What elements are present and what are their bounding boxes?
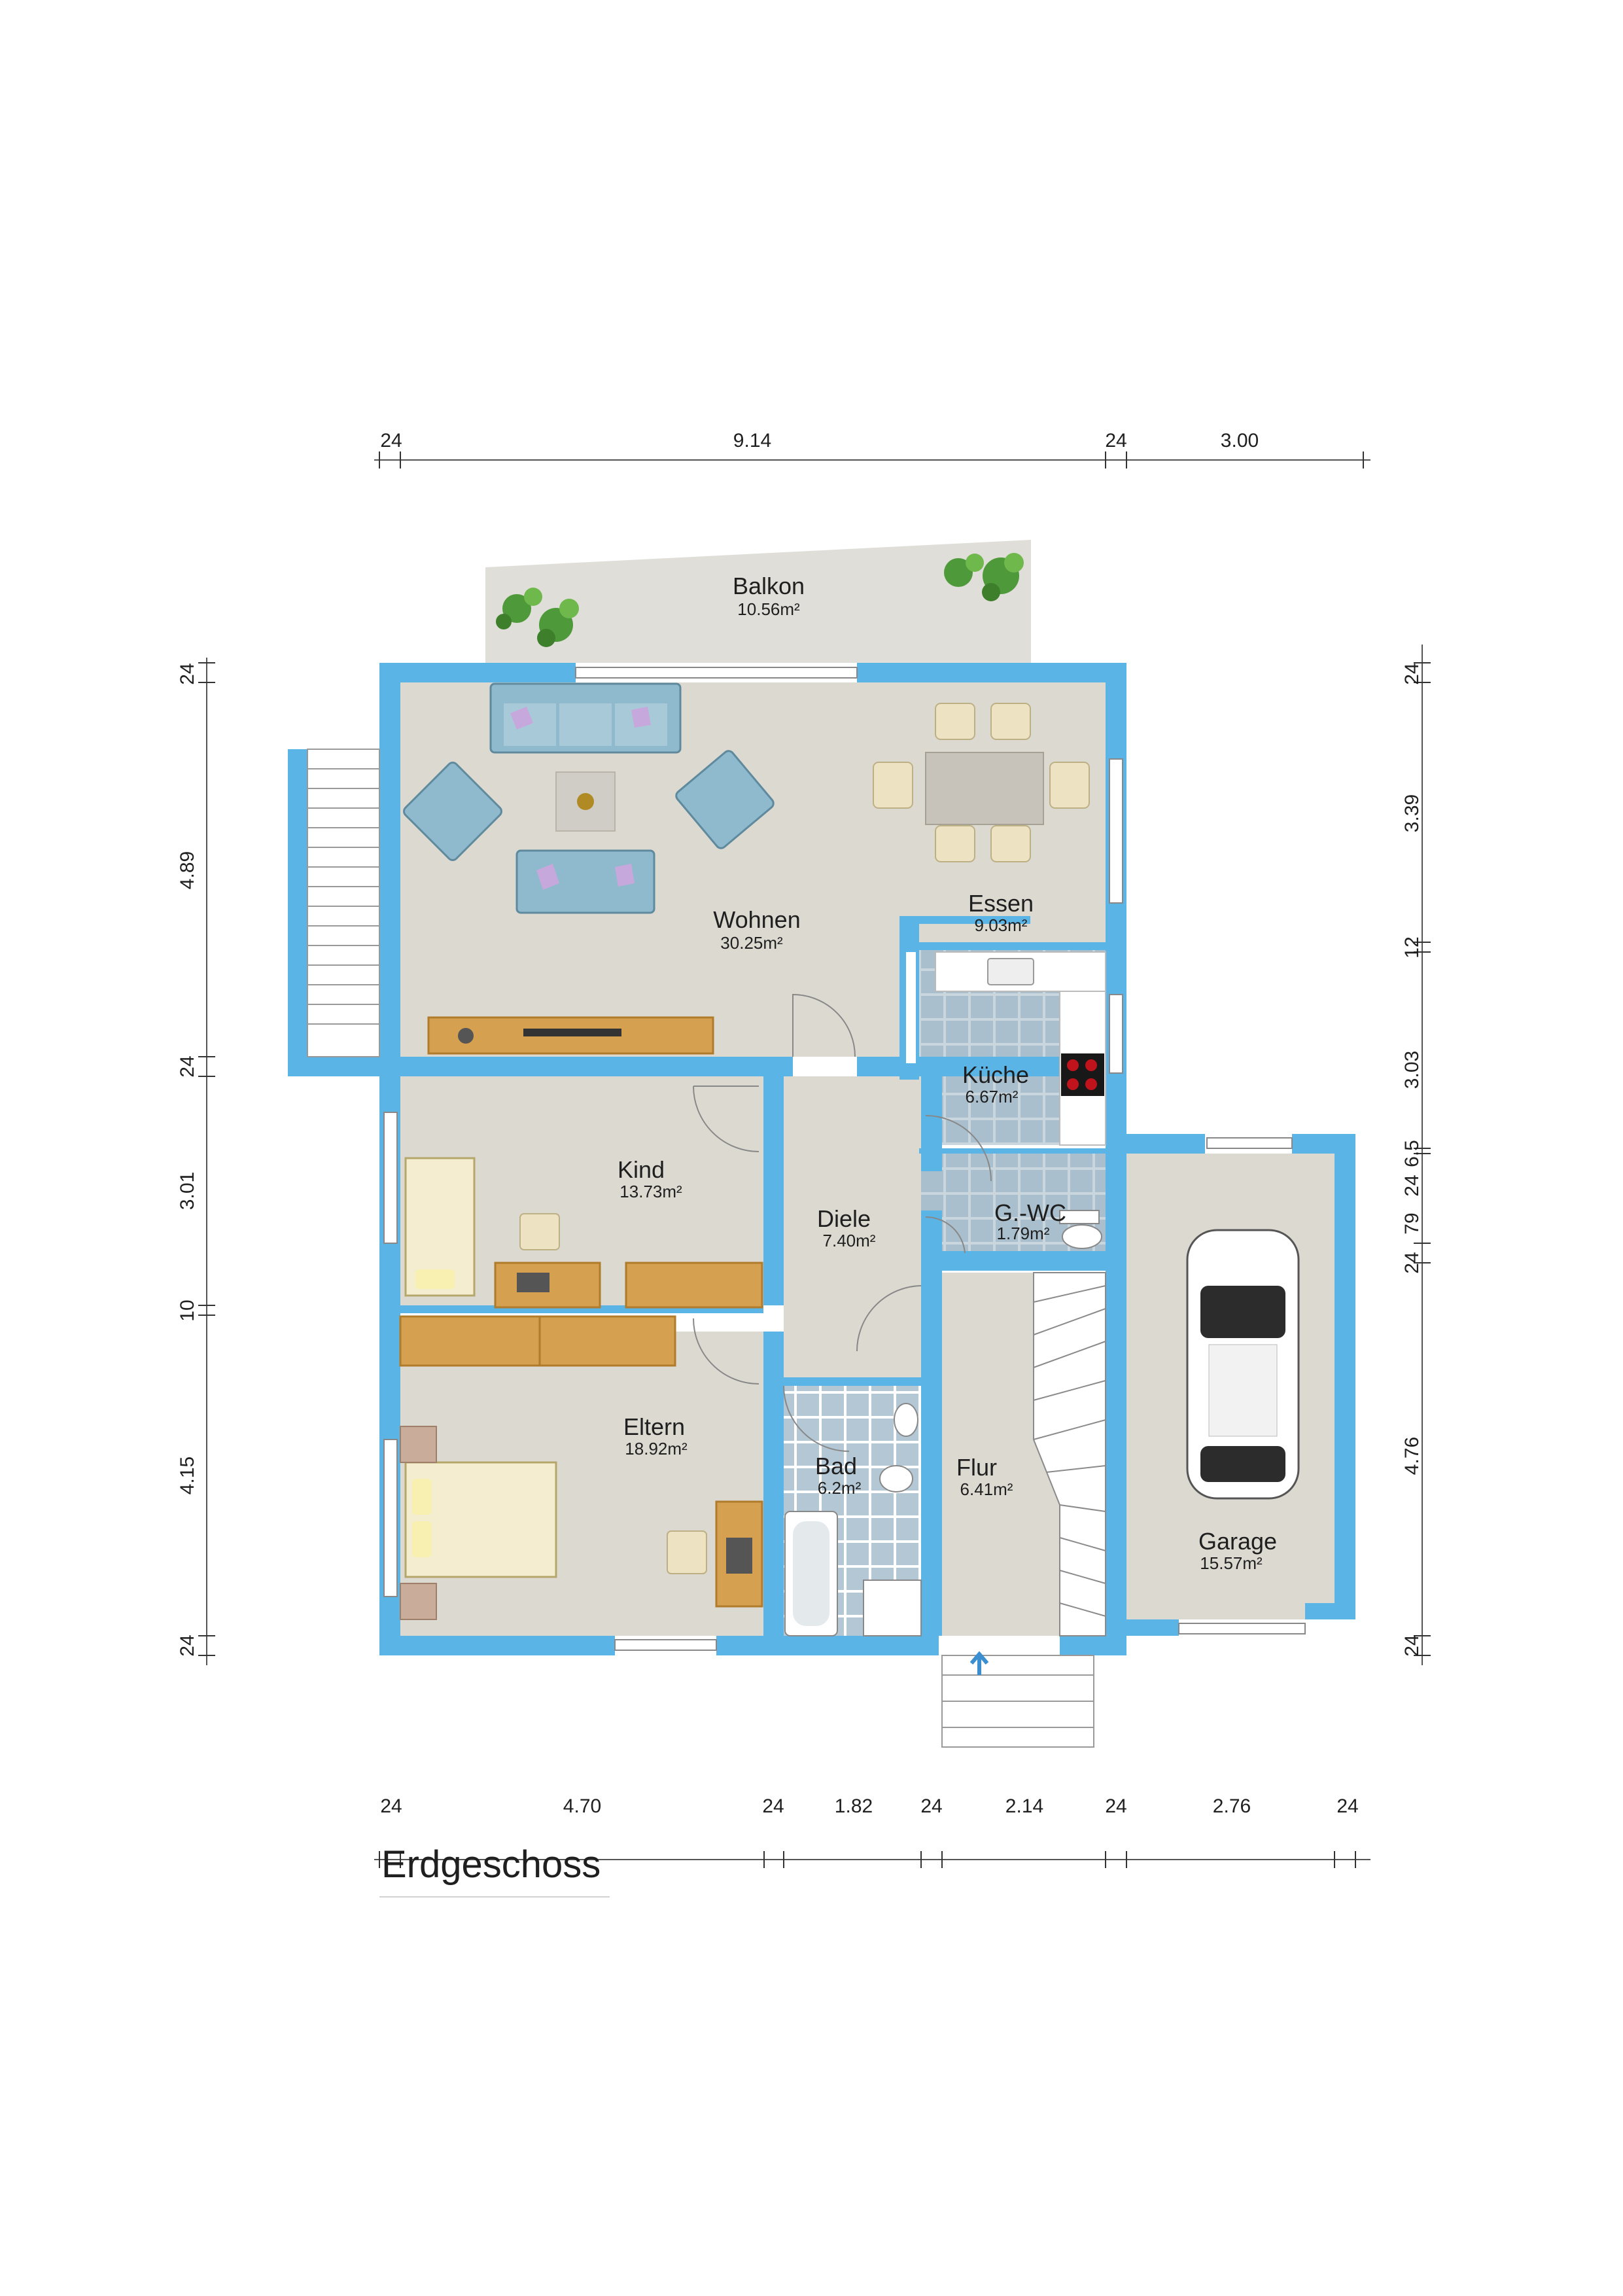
room-area-bad: 6.2m² <box>818 1478 862 1498</box>
dimension-labels: 24 9.14 24 3.00 24 4.70 24 1.82 24 2.14 … <box>177 430 1423 1817</box>
room-name-kind: Kind <box>618 1156 665 1183</box>
dim-bottom-1: 24 <box>380 1795 402 1817</box>
dim-top-1: 24 <box>380 430 402 451</box>
living-furniture <box>403 682 775 1055</box>
dim-bottom-8: 2.76 <box>1213 1795 1251 1817</box>
dim-left-5: 10 <box>177 1299 198 1321</box>
dim-right-7: 79 <box>1401 1212 1423 1234</box>
wc-furniture <box>1059 1210 1102 1249</box>
room-area-wohnen: 30.25m² <box>720 933 783 953</box>
room-area-essen: 9.03m² <box>975 915 1028 935</box>
decor-bowl-icon <box>577 793 594 810</box>
dim-right-5: 6.5 <box>1401 1140 1423 1167</box>
room-name-gwc: G.-WC <box>994 1199 1066 1226</box>
dim-right-3: 12 <box>1401 936 1423 958</box>
dim-left-2: 4.89 <box>177 851 198 889</box>
room-name-essen: Essen <box>968 890 1034 917</box>
dim-bottom-9: 24 <box>1336 1795 1358 1817</box>
plant-icon <box>496 588 579 647</box>
dimension-lines <box>198 451 1431 1868</box>
interior-stairs <box>1033 1272 1106 1636</box>
room-area-kueche: 6.67m² <box>966 1087 1019 1106</box>
windows <box>383 667 1306 1651</box>
bathroom-fixtures <box>784 1403 922 1636</box>
dim-right-10: 24 <box>1401 1634 1423 1656</box>
lamp-icon <box>458 1028 474 1044</box>
entrance-arrow-icon <box>969 1651 989 1675</box>
kitchen-furniture <box>906 951 1106 1146</box>
car-icon <box>1186 1229 1300 1500</box>
room-name-diele: Diele <box>817 1205 871 1232</box>
dim-right-8: 24 <box>1401 1174 1423 1196</box>
room-area-diele: 7.40m² <box>823 1231 876 1250</box>
room-name-garage: Garage <box>1198 1528 1277 1555</box>
kid-room-furniture <box>404 1157 763 1309</box>
dim-right-2: 3.39 <box>1401 794 1423 832</box>
dim-top-3: 24 <box>1105 430 1126 451</box>
dim-left-7: 24 <box>177 1634 198 1656</box>
room-name-kueche: Küche <box>962 1061 1029 1088</box>
room-area-flur: 6.41m² <box>960 1479 1013 1499</box>
dim-bottom-5: 24 <box>920 1795 942 1817</box>
bedroom-furniture <box>399 1315 763 1620</box>
dim-top-2: 9.14 <box>733 430 771 451</box>
room-area-eltern: 18.92m² <box>625 1439 688 1458</box>
room-name-balkon: Balkon <box>733 573 805 599</box>
dim-bottom-6: 2.14 <box>1005 1795 1043 1817</box>
dim-right-6: 24 <box>1401 1252 1423 1273</box>
room-name-bad: Bad <box>815 1453 857 1479</box>
dim-bottom-7: 24 <box>1105 1795 1126 1817</box>
side-stairs <box>307 749 380 1057</box>
doors <box>693 993 992 1452</box>
entry-steps <box>941 1655 1094 1748</box>
dim-top-4: 3.00 <box>1221 430 1259 451</box>
room-name-eltern: Eltern <box>623 1413 685 1440</box>
balcony <box>485 540 1031 663</box>
room-area-gwc: 1.79m² <box>997 1224 1050 1243</box>
room-name-wohnen: Wohnen <box>713 906 800 933</box>
room-area-garage: 15.57m² <box>1200 1553 1263 1573</box>
room-name-flur: Flur <box>956 1454 997 1481</box>
dim-left-1: 24 <box>177 663 198 684</box>
dining-furniture <box>873 703 1090 862</box>
dim-right-4: 3.03 <box>1401 1051 1423 1089</box>
walls <box>288 663 1355 1655</box>
room-area-kind: 13.73m² <box>620 1182 682 1201</box>
title-underline <box>379 1896 610 1898</box>
room-area-balkon: 10.56m² <box>737 599 800 619</box>
plant-icon <box>944 553 1024 601</box>
dim-bottom-2: 4.70 <box>563 1795 601 1817</box>
floor-title: Erdgeschoss <box>381 1843 601 1886</box>
cooktop-icon <box>1067 1059 1097 1090</box>
dim-bottom-4: 1.82 <box>835 1795 873 1817</box>
dim-right-9: 4.76 <box>1401 1437 1423 1475</box>
dim-left-4: 3.01 <box>177 1172 198 1210</box>
dim-bottom-3: 24 <box>762 1795 784 1817</box>
dim-left-3: 24 <box>177 1055 198 1077</box>
dim-left-6: 4.15 <box>177 1457 198 1494</box>
dim-right-1: 24 <box>1401 663 1423 684</box>
room-labels: Balkon 10.56m² Wohnen 30.25m² Essen 9.03… <box>618 573 1277 1573</box>
